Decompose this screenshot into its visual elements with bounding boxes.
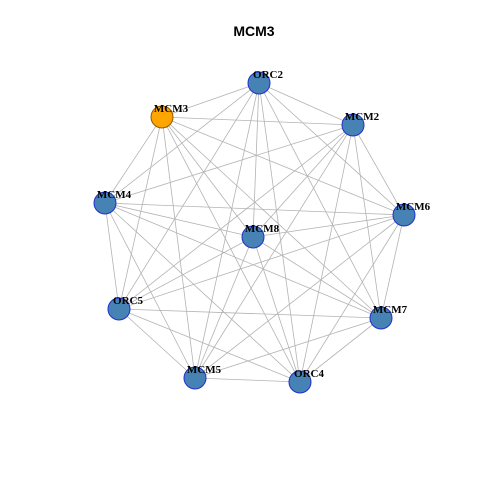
edge-orc2-orc5 (118, 82, 260, 310)
edge-mcm6-mcm7 (380, 214, 405, 319)
node-mcm8: MCM8 (241, 223, 280, 249)
edge-mcm8-mcm7 (252, 236, 382, 319)
node-circle-mcm6 (392, 203, 416, 227)
edge-mcm8-orc5 (118, 236, 254, 310)
edge-mcm4-orc4 (104, 202, 301, 383)
edge-mcm2-mcm7 (352, 124, 382, 319)
edge-orc2-orc4 (258, 82, 301, 383)
node-label-orc4: ORC4 (294, 368, 324, 380)
graph-title: MCM3 (233, 23, 274, 39)
node-circle-mcm3 (150, 105, 174, 129)
node-circle-orc2 (247, 71, 271, 95)
edge-mcm4-mcm6 (104, 202, 405, 216)
edge-orc2-mcm8 (252, 82, 260, 238)
edge-mcm3-orc4 (161, 116, 301, 383)
node-label-mcm6: MCM6 (396, 201, 431, 213)
node-label-orc2: ORC2 (253, 69, 283, 81)
edge-mcm3-mcm4 (104, 116, 163, 204)
edge-mcm6-mcm5 (194, 214, 405, 379)
node-circle-mcm7 (369, 306, 393, 330)
edge-mcm4-mcm8 (104, 202, 254, 238)
edge-mcm2-mcm8 (252, 124, 354, 238)
edge-mcm8-mcm5 (194, 236, 254, 379)
edge-mcm3-mcm5 (161, 116, 196, 379)
node-circle-orc5 (107, 297, 131, 321)
node-label-mcm5: MCM5 (187, 364, 222, 376)
edge-mcm4-mcm5 (104, 202, 196, 379)
edge-mcm7-mcm5 (194, 317, 382, 379)
edge-mcm4-orc5 (104, 202, 120, 310)
node-mcm3: MCM3 (150, 103, 189, 129)
node-orc2: ORC2 (247, 69, 283, 95)
edge-mcm2-mcm4 (104, 124, 354, 204)
node-circle-mcm2 (341, 113, 365, 137)
node-mcm4: MCM4 (93, 189, 132, 215)
edge-mcm5-orc4 (194, 377, 301, 383)
edge-mcm3-mcm7 (161, 116, 382, 319)
edge-orc2-mcm2 (258, 82, 354, 126)
node-circle-orc4 (288, 370, 312, 394)
node-mcm6: MCM6 (392, 201, 431, 227)
node-mcm5: MCM5 (183, 364, 222, 390)
edge-orc5-orc4 (118, 308, 301, 383)
edge-mcm2-orc5 (118, 124, 354, 310)
node-orc5: ORC5 (107, 295, 143, 321)
edges-layer (104, 82, 405, 383)
node-circle-mcm5 (183, 366, 207, 390)
edge-mcm7-orc4 (299, 317, 382, 383)
edge-orc5-mcm7 (118, 308, 382, 319)
edge-mcm2-orc4 (299, 124, 354, 383)
edge-mcm3-mcm6 (161, 116, 405, 216)
node-label-mcm2: MCM2 (345, 111, 380, 123)
node-circle-mcm8 (241, 225, 265, 249)
edge-mcm3-mcm2 (161, 116, 354, 126)
node-label-mcm3: MCM3 (154, 103, 189, 115)
node-circle-mcm4 (93, 191, 117, 215)
edge-mcm3-mcm8 (161, 116, 254, 238)
node-label-orc5: ORC5 (113, 295, 143, 307)
node-label-mcm8: MCM8 (245, 223, 280, 235)
edge-mcm8-orc4 (252, 236, 301, 383)
node-label-mcm7: MCM7 (373, 304, 408, 316)
node-mcm7: MCM7 (369, 304, 408, 330)
node-label-mcm4: MCM4 (97, 189, 132, 201)
edge-mcm2-mcm6 (352, 124, 405, 216)
edge-mcm6-orc4 (299, 214, 405, 383)
node-mcm2: MCM2 (341, 111, 380, 137)
edge-orc2-mcm3 (161, 82, 260, 118)
node-orc4: ORC4 (288, 368, 324, 394)
edge-orc5-mcm5 (118, 308, 196, 379)
edge-mcm6-mcm8 (252, 214, 405, 238)
edge-orc2-mcm5 (194, 82, 260, 379)
edge-mcm2-mcm5 (194, 124, 354, 379)
edge-mcm3-orc5 (118, 116, 163, 310)
